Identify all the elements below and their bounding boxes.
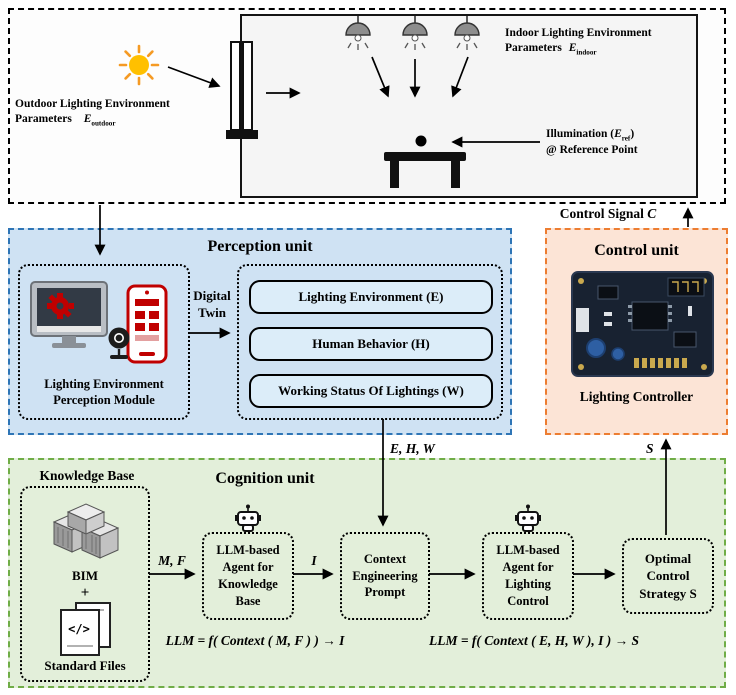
room-outline	[240, 14, 698, 198]
data-item-lighting-environment: Lighting Environment (E)	[249, 280, 493, 314]
control-signal-label: Control Signal C	[543, 205, 673, 222]
illumination-label: Illumination (Eref) @ Reference Point	[546, 127, 676, 158]
label-i: I	[311, 553, 317, 568]
perception-module-label: Lighting Environment Perception Module	[22, 376, 186, 408]
smartphone-icon	[126, 284, 168, 364]
ceiling-lamp-icon	[454, 16, 480, 50]
agent-lighting-control-box: LLM-based Agent for Lighting Control	[482, 532, 574, 620]
label-mf: M, F	[158, 553, 186, 568]
lighting-controller-label: Lighting Controller	[579, 389, 694, 404]
indoor-symbol: E	[568, 41, 577, 54]
formula-knowledge-base: LLM = f( Context ( M, F ) ) → I	[165, 633, 345, 648]
knowledge-base-label: Knowledge Base	[39, 468, 135, 483]
illumination-line2: @ Reference Point	[546, 144, 638, 157]
outdoor-line2: Parameters	[15, 112, 72, 125]
perception-module-box	[18, 264, 190, 420]
ceiling-lamp-icon	[402, 16, 428, 50]
perception-module-text: Lighting Environment Perception Module	[44, 377, 164, 407]
illumination-symbol: E	[614, 128, 622, 140]
bim-label: BIM	[72, 568, 98, 583]
knowledge-base-box: BIM + </> Standard Files	[20, 486, 150, 682]
files-icon	[60, 602, 111, 656]
sun-icon	[118, 44, 160, 86]
code-glyph: </>	[68, 622, 90, 636]
monitor-icon	[30, 281, 108, 348]
bim-icon	[52, 503, 120, 559]
webcam-icon	[108, 327, 130, 359]
illumination-subscript: ref	[621, 134, 631, 143]
control-signal-text: Control Signal	[559, 206, 644, 221]
indoor-line2: Parameters	[505, 41, 562, 54]
agent-knowledge-base-box: LLM-based Agent for Knowledge Base	[202, 532, 294, 620]
plus-label: +	[80, 585, 90, 601]
digital-twin-label: Digital Twin	[193, 288, 231, 320]
illumination-post: )	[630, 128, 635, 140]
formula-lighting-control: LLM = f( Context ( E, H, W ), I ) → S	[428, 633, 640, 648]
optimal-strategy-box: Optimal Control Strategy S	[622, 538, 714, 614]
cognition-unit-panel: Cognition unit Knowledge Base	[8, 458, 726, 688]
illumination-pre: Illumination (	[546, 128, 615, 140]
indoor-line1: Indoor Lighting Environment	[505, 27, 652, 39]
indoor-subscript: indoor	[576, 48, 597, 57]
indoor-params-label: Indoor Lighting Environment Parameters E…	[505, 26, 683, 57]
robot-icon	[235, 504, 261, 532]
outdoor-subscript: outdoor	[91, 119, 116, 128]
label-s: S	[646, 441, 654, 456]
control-unit-title: Control unit	[594, 242, 679, 259]
outdoor-params-label: Outdoor Lighting Environment Parameters …	[15, 97, 187, 128]
outdoor-symbol: E	[83, 112, 92, 125]
perception-unit-title: Perception unit	[207, 238, 313, 255]
data-item-human-behavior: Human Behavior (H)	[249, 327, 493, 361]
perception-data-box: Lighting Environment (E) Human Behavior …	[237, 264, 503, 420]
perception-unit-panel: Perception unit	[8, 228, 512, 435]
outdoor-line1: Outdoor Lighting Environment	[15, 98, 170, 110]
standard-files-label: Standard Files	[44, 658, 126, 673]
context-prompt-box: Context Engineering Prompt	[340, 532, 430, 620]
lighting-controller-icon	[571, 271, 714, 377]
label-ehw: E, H, W	[390, 441, 435, 456]
ceiling-lamp-icon	[345, 16, 371, 50]
control-unit-panel: Control unit Lighting Controller	[545, 228, 728, 435]
window-icon	[226, 41, 258, 139]
robot-icon	[515, 504, 541, 532]
cognition-unit-title: Cognition unit	[215, 470, 315, 487]
desk-person-icon	[384, 135, 466, 188]
control-signal-symbol: C	[647, 206, 657, 221]
data-item-working-status: Working Status Of Lightings (W)	[249, 374, 493, 408]
